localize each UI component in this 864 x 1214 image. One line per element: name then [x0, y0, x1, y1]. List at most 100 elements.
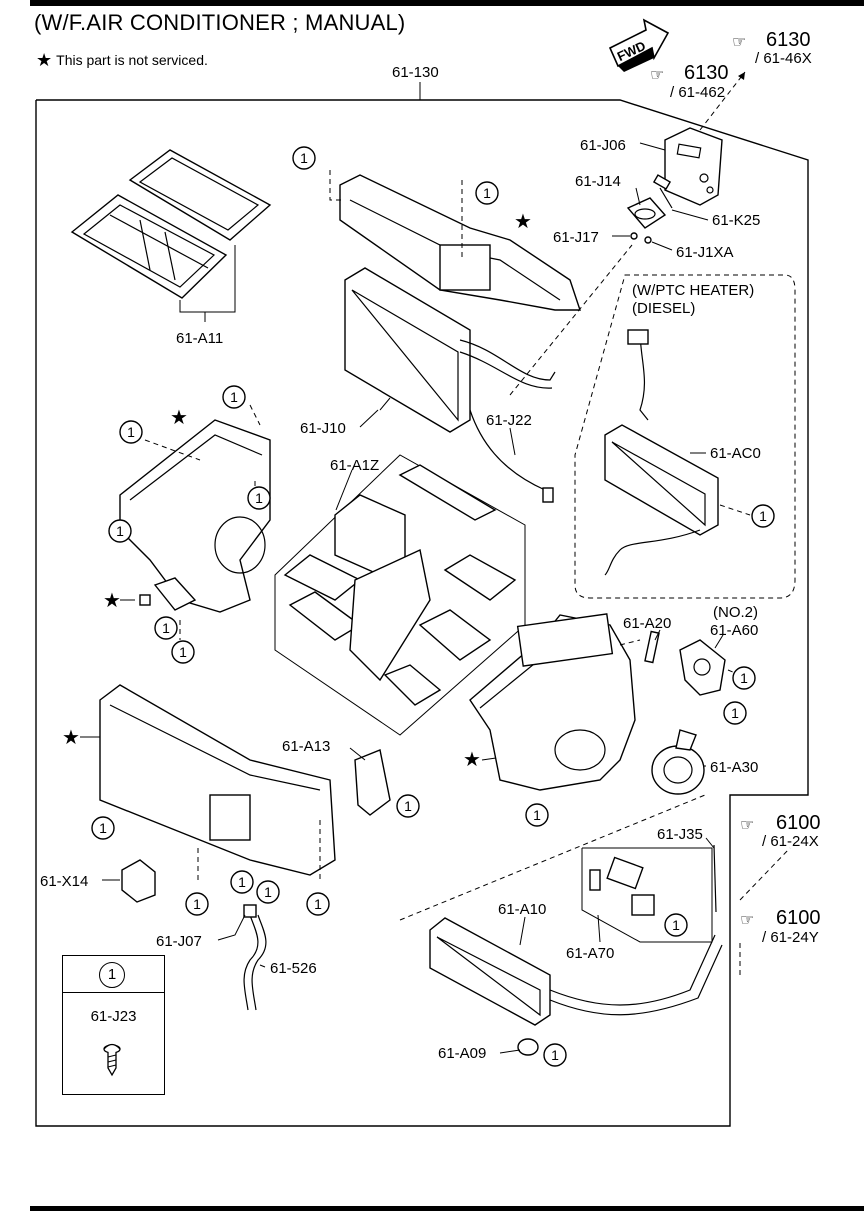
part-label-61-a70[interactable]: 61-A70 — [566, 945, 614, 962]
star-icon: ★ — [36, 50, 53, 70]
part-label-61-a09[interactable]: 61-A09 — [438, 1045, 486, 1062]
ref-code: / 61-24X — [762, 833, 819, 850]
callout-circle — [396, 794, 420, 818]
drain-fitting-part[interactable] — [243, 904, 257, 918]
actuator-part[interactable] — [679, 639, 726, 696]
part-labels: 61-J06 61-J14 61-K25 61-J17 61-J1XA 61-A… — [40, 137, 761, 1062]
drain-hose-part[interactable] — [243, 914, 259, 1011]
callout-number: 1 — [731, 705, 739, 721]
upper-blower-case-part[interactable] — [339, 174, 581, 311]
part-label-61-j17[interactable]: 61-J17 — [553, 229, 599, 246]
callout-1-marker: 1 — [108, 519, 132, 543]
part-label-61-x14[interactable]: 61-X14 — [40, 873, 88, 890]
reference-6130-46x[interactable]: ☞ 6130 / 61-46X — [732, 29, 812, 67]
part-label-61-a11[interactable]: 61-A11 — [176, 330, 223, 347]
connector-part[interactable] — [626, 197, 667, 229]
guide-line — [619, 639, 641, 646]
part-label-61-a30[interactable]: 61-A30 — [710, 759, 758, 776]
guide-line — [249, 404, 261, 426]
part-label-61-a13[interactable]: 61-A13 — [282, 738, 330, 755]
ref-page: 6130 — [766, 29, 811, 51]
lower-intake-case-part[interactable] — [99, 684, 391, 876]
ref-page: 6100 — [776, 812, 821, 834]
part-label-61-a1z[interactable]: 61-A1Z — [330, 457, 379, 474]
callout-number: 1 — [483, 185, 491, 201]
legend-part-label[interactable]: 61-J23 — [90, 1008, 137, 1025]
callout-circle — [171, 640, 195, 664]
callout-circle — [154, 616, 178, 640]
ref-code: / 61-46X — [755, 50, 812, 67]
guide-line — [329, 170, 345, 201]
resistor-part[interactable] — [121, 859, 156, 903]
callout-circle — [247, 486, 271, 510]
part-label-61-j22[interactable]: 61-J22 — [486, 412, 532, 429]
callout-1-marker: 1 — [119, 420, 143, 444]
evaporator-part[interactable] — [344, 267, 556, 433]
part-label-61-a10[interactable]: 61-A10 — [498, 901, 546, 918]
valve-part[interactable] — [517, 1038, 539, 1056]
part-label-61-k25[interactable]: 61-K25 — [712, 212, 760, 229]
reference-6100-24x[interactable]: ☞ 6100 / 61-24X — [740, 812, 821, 850]
part-label-61-j10[interactable]: 61-J10 — [300, 420, 346, 437]
note-text: This part is not serviced. — [56, 52, 208, 68]
part-label-61-a20[interactable]: 61-A20 — [623, 615, 671, 632]
callout-number: 1 — [193, 896, 201, 912]
clip-part[interactable] — [630, 232, 638, 240]
pipe-clamp-part[interactable] — [589, 856, 655, 916]
part-label-61-ac0[interactable]: 61-AC0 — [710, 445, 761, 462]
callout-circle — [525, 803, 549, 827]
part-label-61-526[interactable]: 61-526 — [270, 960, 317, 977]
callout-circle — [91, 816, 115, 840]
reference-6100-24y[interactable]: ☞ 6100 / 61-24Y — [740, 907, 821, 946]
bolt-part[interactable] — [713, 844, 717, 913]
screw-icon — [103, 1043, 121, 1077]
callout-number: 1 — [99, 820, 107, 836]
callout-1-marker: 1 — [247, 486, 271, 510]
heater-core-part[interactable] — [429, 917, 723, 1026]
callout-number: 1 — [740, 670, 748, 686]
screw-part[interactable] — [652, 174, 673, 209]
blower-motor-part[interactable] — [651, 729, 705, 795]
callout-number: 1 — [179, 644, 187, 660]
filter-part[interactable] — [70, 149, 272, 299]
part-label-61-j07[interactable]: 61-J07 — [156, 933, 202, 950]
part-label-61-j35[interactable]: 61-J35 — [657, 826, 703, 843]
no2-note: (NO.2) — [713, 604, 758, 621]
star-icon: ★ — [514, 211, 532, 233]
heater-unit-case-part[interactable] — [469, 613, 636, 791]
callout-1-marker: 1 — [91, 816, 115, 840]
callout-circle — [222, 385, 246, 409]
ptc-heater-part[interactable] — [604, 329, 719, 576]
clip-part[interactable] — [644, 236, 652, 244]
leader — [217, 914, 246, 941]
assembly-border — [35, 99, 809, 1127]
callout-1-marker: 1 — [222, 385, 246, 409]
part-label-61-j1xa[interactable]: 61-J1XA — [676, 244, 734, 261]
part-label-61-j14[interactable]: 61-J14 — [575, 173, 621, 190]
leader — [335, 469, 353, 511]
sensor-cable-part[interactable] — [469, 409, 546, 491]
part-label-61-a60[interactable]: 61-A60 — [710, 622, 758, 639]
part-label-61-j06[interactable]: 61-J06 — [580, 137, 626, 154]
ref-page: 6100 — [776, 907, 821, 929]
callout-circle — [543, 1043, 567, 1067]
callout-1-marker: 1 — [723, 701, 747, 725]
callout-number: 1 — [314, 896, 322, 912]
cover-plate-part[interactable] — [664, 127, 723, 206]
fastener-legend: 1 61-J23 — [62, 955, 165, 1095]
ref-code: / 61-462 — [670, 84, 725, 101]
guide-line — [719, 504, 751, 516]
damper-kit-part[interactable] — [283, 464, 517, 706]
mode-door-case-part[interactable] — [119, 419, 271, 613]
leader — [654, 629, 661, 641]
top-rule — [30, 0, 864, 6]
callout-circle — [185, 892, 209, 916]
not-serviced-markers: ★ ★ ★ ★ ★ — [62, 211, 532, 771]
guide-line — [399, 794, 706, 921]
leader — [714, 634, 724, 649]
callout-circle — [475, 181, 499, 205]
callout-1-marker: 1 — [171, 640, 195, 664]
callout-number: 1 — [551, 1047, 559, 1063]
reference-6130-462[interactable]: ☞ 6130 / 61-462 — [650, 62, 729, 101]
